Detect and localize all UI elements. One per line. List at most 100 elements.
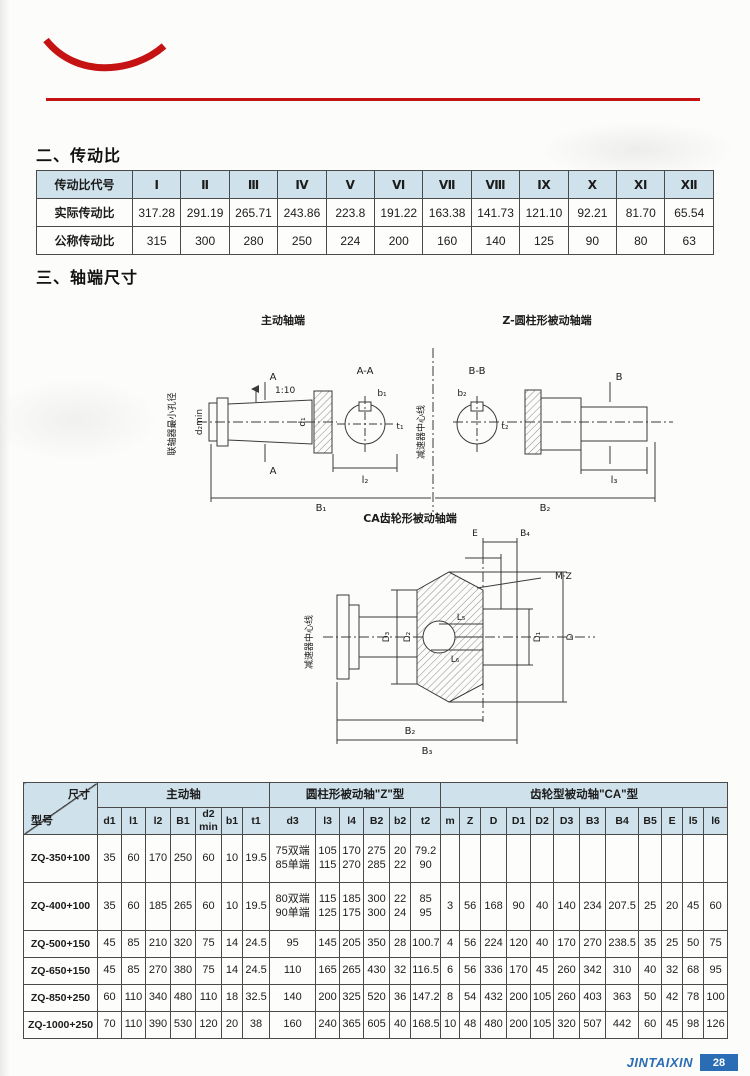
main-shaft-dimensions [210, 444, 431, 502]
dim-cell: 75双端 85单端 [269, 834, 317, 884]
ratio-value: 315 [131, 226, 182, 255]
ca-gear-figure [336, 571, 518, 703]
label-ca-shaft-end: CA齿轮形被动轴端 [363, 511, 457, 525]
label-reducer-centerline: 减速器中心线 [415, 405, 427, 459]
footer-brand: JINTAIXIN [626, 1055, 693, 1070]
dim-row-model: ZQ-350+100 [23, 834, 98, 884]
dim-cell: 265 [339, 957, 365, 986]
dim-subheader: t2 [410, 806, 442, 836]
dim-cell: 24.5 [241, 930, 271, 959]
corner-model-label: 型号 [31, 814, 53, 827]
logo-arc [43, 37, 167, 72]
dim-cell: 170 [145, 834, 171, 884]
dim-cell: 60 [703, 882, 729, 932]
dim-cell: 325 [339, 984, 365, 1013]
ratio-value: 140 [470, 226, 521, 255]
dim-cell: 32.5 [241, 984, 271, 1013]
ratio-header-col: Ⅳ [277, 170, 327, 199]
dim-subheader: Z [459, 806, 482, 836]
dim-cell: 45 [530, 957, 555, 986]
dim-cell: 20 [661, 882, 684, 932]
dim-cell: 530 [170, 1011, 196, 1040]
dim-subheader: l2 [145, 806, 171, 836]
label-l2: l₂ [362, 475, 369, 486]
dim-cell: 320 [553, 1011, 581, 1040]
dim-cell: 85 [121, 930, 146, 959]
ratio-value: 243.86 [277, 198, 327, 227]
dim-cell: 147.2 [410, 984, 442, 1013]
dim-cell: 270 [145, 957, 171, 986]
dim-cell [638, 834, 663, 884]
label-l3: l₃ [611, 475, 618, 486]
ratio-value: 81.70 [616, 198, 666, 227]
footer-page-number: 28 [700, 1054, 738, 1071]
dim-cell: 25 [638, 882, 663, 932]
dim-cell: 207.5 [605, 882, 640, 932]
ca-dimensions [336, 538, 567, 744]
label-D1: D₁ [533, 631, 543, 642]
z-shaft-figure [524, 382, 648, 464]
dim-cell: 310 [605, 957, 640, 986]
dim-cell: 60 [195, 834, 222, 884]
dim-cell: 18 [221, 984, 243, 1013]
dim-group-row: 尺寸 型号 主动轴 圆柱形被动轴"Z"型 齿轮型被动轴"CA"型 [23, 781, 729, 836]
ratio-value: 317.28 [131, 198, 182, 227]
dim-group-z-type: 圆柱形被动轴"Z"型 [269, 782, 442, 808]
ratio-value: 265.71 [228, 198, 279, 227]
dim-cell: 390 [145, 1011, 171, 1040]
label-d2min: d₂min [195, 409, 205, 435]
corner-size-label: 尺寸 [68, 789, 90, 801]
ratio-value: 200 [374, 226, 424, 255]
dim-cell: 200 [506, 984, 532, 1013]
dim-cell: 35 [638, 930, 663, 959]
dim-cell: 250 [170, 834, 196, 884]
label-reducer-centerline-ca: 减速器中心线 [303, 615, 315, 669]
dim-cell: 36 [389, 984, 412, 1013]
dim-cell: 20 [221, 1011, 243, 1040]
main-shaft-figure [208, 382, 333, 462]
label-E: E [472, 529, 478, 539]
ratio-header-col: Ⅵ [374, 170, 424, 199]
section-bb-figure [456, 396, 498, 452]
dim-subheader: B1 [170, 806, 196, 836]
dim-subheader: l5 [682, 806, 705, 836]
dim-cell: 200 [315, 984, 341, 1013]
dim-subheader: d3 [269, 806, 317, 836]
dim-cell: 336 [480, 957, 508, 986]
dim-cell: 140 [269, 984, 317, 1013]
dim-subheader: l3 [315, 806, 341, 836]
dim-cell [459, 834, 482, 884]
dim-cell: 85 [121, 957, 146, 986]
dim-cell [530, 834, 555, 884]
dim-cell: 340 [145, 984, 171, 1013]
dim-cell [605, 834, 640, 884]
dim-cell: 320 [170, 930, 196, 959]
dim-cell [579, 834, 607, 884]
dim-cell: 45 [661, 1011, 684, 1040]
dim-cell: 234 [579, 882, 607, 932]
dim-cell: 6 [440, 957, 461, 986]
dim-cell: 105 [530, 984, 555, 1013]
dim-subheader: l1 [121, 806, 146, 836]
ratio-value: 121.10 [519, 198, 569, 227]
dim-cell: 40 [530, 882, 555, 932]
dim-cell: 32 [389, 957, 412, 986]
dim-cell: 68 [682, 957, 705, 986]
dim-cell: 105 [530, 1011, 555, 1040]
ratio-value: 90 [567, 226, 618, 255]
dim-subheader: D1 [506, 806, 532, 836]
dim-cell: 403 [579, 984, 607, 1013]
dim-cell: 520 [363, 984, 391, 1013]
dim-cell: 79.2 90 [410, 834, 442, 884]
ratio-header-col: Ⅲ [228, 170, 279, 199]
dim-corner-cell: 尺寸 型号 [23, 781, 98, 836]
dim-cell: 185 [145, 882, 171, 932]
